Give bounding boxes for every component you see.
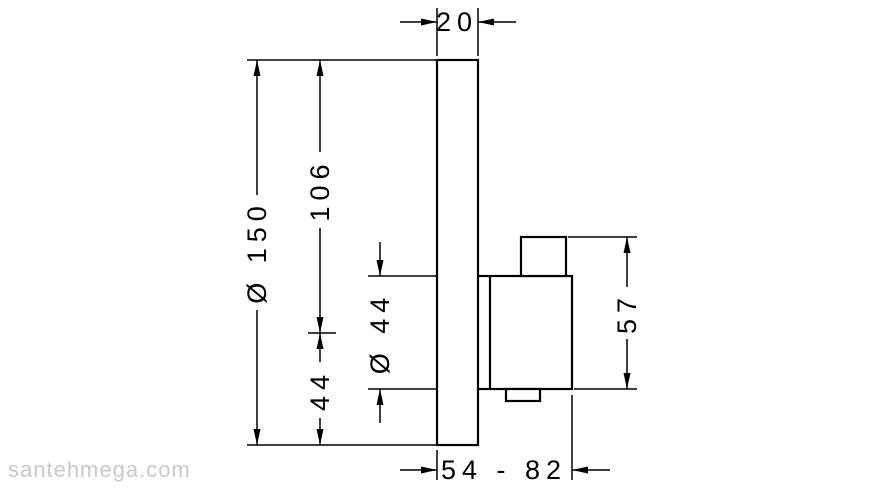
arrowhead-right [421,466,437,474]
dim-label-depth-range: 54 - 82 [441,455,567,485]
dim-plate-diameter: Ø 150 [242,60,272,445]
handle-base-notch [504,387,542,403]
dim-handle-diameter: Ø 44 [365,242,395,423]
arrowhead-up [316,333,324,349]
fixture-shapes [435,58,574,447]
handle-body [475,274,574,391]
watermark-text: santehmega.com [8,457,191,482]
arrowhead-left [478,18,494,26]
arrowhead-right [421,18,437,26]
dim-label-44: 44 [305,369,335,411]
dim-handle-center-to-bottom: 44 [305,333,335,445]
dim-label-plate-diameter: Ø 150 [242,200,272,304]
arrowhead-up [623,237,631,253]
dim-label-plate-thickness: 20 [436,7,478,37]
dim-label-106: 106 [305,158,335,221]
dim-handle-height: 57 [612,237,642,389]
dim-top-to-handle-center: 106 [305,60,335,333]
arrowhead-up [253,60,261,76]
dim-depth-range: 54 - 82 [400,455,610,485]
dim-label-handle-diameter: Ø 44 [365,292,395,375]
dim-plate-thickness: 20 [400,7,516,37]
arrowhead-down [376,260,384,276]
arrowhead-left [572,466,588,474]
arrowhead-up [316,60,324,76]
faceplate-side-profile [435,58,480,447]
arrowhead-down [253,429,261,445]
handle-knob [519,235,568,278]
arrowhead-down [316,429,324,445]
arrowhead-down [316,317,324,333]
arrowhead-up [376,389,384,405]
dim-label-57: 57 [612,292,642,334]
arrowhead-down [623,373,631,389]
